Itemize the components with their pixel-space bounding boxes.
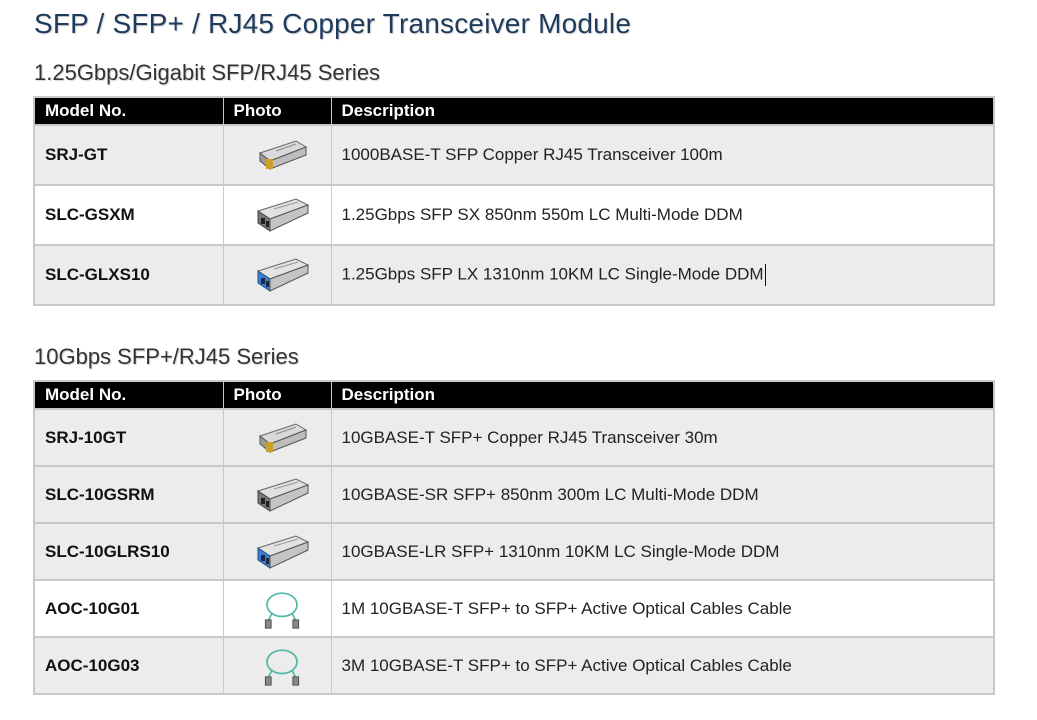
table-row: AOC-10G03 3M 10GBASE-T SFP+ to SFP+ Acti… — [34, 636, 994, 694]
sfp-fiber-module-icon — [252, 195, 312, 235]
model-cell: SLC-GSXM — [34, 184, 224, 245]
photo-cell — [223, 579, 332, 637]
header-model: Model No. — [34, 381, 224, 409]
description-text: 1.25Gbps SFP LX 1310nm 10KM LC Single-Mo… — [341, 264, 764, 284]
table-header-row: Model No. Photo Description — [34, 97, 994, 125]
sfp-fiber-module-blue-icon — [252, 255, 312, 295]
photo-cell — [223, 465, 332, 523]
model-cell: SRJ-10GT — [34, 408, 224, 466]
table-header-row: Model No. Photo Description — [34, 381, 994, 409]
text-cursor — [764, 264, 766, 286]
table-row: SLC-10GLRS10 10GBASE-LR SFP+ 1310nm 10KM… — [34, 522, 994, 580]
photo-cell — [223, 408, 332, 466]
model-cell: SLC-GLXS10 — [34, 244, 224, 305]
sfp-fiber-module-blue-icon — [252, 532, 312, 572]
table-row: SRJ-10GT 10GBASE-T SFP+ Copper RJ45 Tran… — [34, 408, 994, 466]
description-cell: 3M 10GBASE-T SFP+ to SFP+ Active Optical… — [331, 636, 994, 694]
description-cell: 10GBASE-T SFP+ Copper RJ45 Transceiver 3… — [331, 408, 994, 466]
section-title-gigabit: 1.25Gbps/Gigabit SFP/RJ45 Series — [34, 60, 381, 85]
description-cell: 1M 10GBASE-T SFP+ to SFP+ Active Optical… — [331, 579, 994, 637]
10g-series-table: Model No. Photo Description SRJ-10GT 10G… — [33, 380, 995, 695]
active-optical-cable-icon — [257, 643, 307, 689]
table-row: SLC-GLXS10 1.25Gbps SFP LX 1310nm 10KM L… — [34, 244, 994, 305]
photo-cell — [223, 244, 332, 305]
active-optical-cable-icon — [257, 586, 307, 632]
model-cell: AOC-10G01 — [34, 579, 224, 637]
description-cell: 1.25Gbps SFP SX 850nm 550m LC Multi-Mode… — [331, 184, 994, 245]
table-row: SLC-GSXM 1.25Gbps SFP SX 850nm 550m LC M… — [34, 184, 994, 245]
model-cell: SLC-10GSRM — [34, 465, 224, 523]
model-cell: AOC-10G03 — [34, 636, 224, 694]
table-row: SLC-10GSRM 10GBASE-SR SFP+ 850nm 300m LC… — [34, 465, 994, 523]
description-cell: 10GBASE-SR SFP+ 850nm 300m LC Multi-Mode… — [331, 465, 994, 523]
header-description: Description — [331, 97, 994, 125]
description-cell[interactable]: 1.25Gbps SFP LX 1310nm 10KM LC Single-Mo… — [331, 244, 994, 305]
header-description: Description — [331, 381, 994, 409]
model-cell: SRJ-GT — [34, 124, 224, 185]
model-cell: SLC-10GLRS10 — [34, 522, 224, 580]
header-model: Model No. — [34, 97, 224, 125]
sfp-fiber-module-icon — [252, 475, 312, 515]
photo-cell — [223, 184, 332, 245]
sfp-copper-module-icon — [252, 418, 312, 458]
description-cell: 1000BASE-T SFP Copper RJ45 Transceiver 1… — [331, 124, 994, 185]
table-row: AOC-10G01 1M 10GBASE-T SFP+ to SFP+ Acti… — [34, 579, 994, 637]
header-photo: Photo — [223, 97, 332, 125]
photo-cell — [223, 522, 332, 580]
section-title-10g: 10Gbps SFP+/RJ45 Series — [34, 344, 299, 369]
sfp-copper-module-icon — [252, 135, 312, 175]
photo-cell — [223, 636, 332, 694]
gigabit-series-table: Model No. Photo Description SRJ-GT 1000B… — [33, 96, 995, 306]
header-photo: Photo — [223, 381, 332, 409]
description-cell: 10GBASE-LR SFP+ 1310nm 10KM LC Single-Mo… — [331, 522, 994, 580]
photo-cell — [223, 124, 332, 185]
table-row: SRJ-GT 1000BASE-T SFP Copper RJ45 Transc… — [34, 124, 994, 185]
page-title: SFP / SFP+ / RJ45 Copper Transceiver Mod… — [34, 8, 632, 39]
